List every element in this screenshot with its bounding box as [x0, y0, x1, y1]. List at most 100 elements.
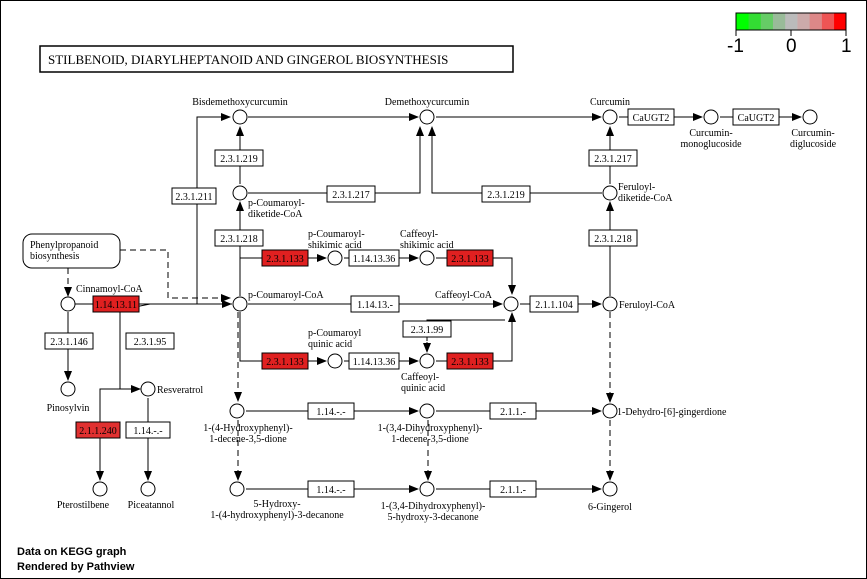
enzyme-box[interactable]: 1.14.13.11: [92, 295, 140, 313]
compound-circle: [602, 481, 618, 497]
page-title: STILBENOID, DIARYLHEPTANOID AND GINGEROL…: [48, 52, 448, 67]
compound-node[interactable]: 1-(4-Hydroxyphenyl)-1-decene-3,5-dione: [203, 403, 293, 445]
enzyme-box[interactable]: 2.3.1.133: [446, 352, 494, 370]
enzyme-box[interactable]: 2.3.1.211: [171, 187, 217, 205]
enzyme-box[interactable]: 2.3.1.217: [326, 185, 376, 203]
enzyme-label: CaUGT2: [738, 113, 775, 124]
enzyme-box[interactable]: 2.1.1.104: [529, 295, 579, 313]
compound-circle: [140, 481, 156, 497]
compound-node[interactable]: 1-(3,4-Dihydroxyphenyl)-5-hydroxy-3-deca…: [381, 481, 486, 523]
compound-circle: [232, 185, 248, 201]
enzyme-box[interactable]: 2.3.1.133: [261, 249, 309, 267]
compound-node[interactable]: 1-Dehydro-[6]-gingerdione: [602, 403, 727, 419]
enzyme-box[interactable]: 2.3.1.95: [125, 332, 175, 350]
compound-circle: [419, 481, 435, 497]
compound-node[interactable]: Pterostilbene: [57, 481, 110, 511]
compound-circle: [60, 296, 76, 312]
enzyme-box-frame: [588, 149, 638, 167]
compound-label: 1-(4-Hydroxyphenyl)-: [203, 423, 292, 434]
legend-color-cell: [772, 13, 786, 30]
enzyme-box[interactable]: 1.14.13.36: [348, 352, 400, 370]
enzyme-label: 2.3.1.133: [266, 357, 304, 368]
compound-node[interactable]: Caffeoyl-quinic acid: [401, 353, 445, 394]
compound-circle: [419, 403, 435, 419]
legend-color-cell: [833, 13, 847, 30]
compound-node[interactable]: p-Coumaroyl-diketide-CoA: [232, 185, 305, 220]
compound-label: 1-(4-hydroxyphenyl)-3-decanone: [210, 510, 344, 521]
compound-node[interactable]: Piceatannol: [128, 481, 175, 511]
legend-color-cell: [797, 13, 810, 30]
enzyme-box-frame: [214, 149, 264, 167]
enzyme-box[interactable]: 2.3.1.99: [402, 320, 452, 338]
enzyme-box[interactable]: 2.3.1.133: [446, 249, 494, 267]
enzyme-box-frame: [350, 295, 400, 313]
enzyme-box[interactable]: 2.1.1.-: [489, 480, 537, 498]
compound-node[interactable]: Pinosylvin: [47, 381, 90, 414]
compound-label: Curcumin-: [791, 128, 834, 139]
enzyme-box[interactable]: 2.3.1.219: [481, 185, 531, 203]
compound-label: quinic acid: [401, 383, 445, 394]
enzyme-label: 2.3.1.218: [594, 234, 632, 245]
compound-circle: [327, 353, 343, 369]
enzyme-label: 2.3.1.146: [50, 337, 88, 348]
enzyme-box[interactable]: 1.14.13.-: [350, 295, 400, 313]
compound-node[interactable]: 5-Hydroxy-1-(4-hydroxyphenyl)-3-decanone: [210, 481, 344, 521]
enzyme-box-frame: [326, 185, 376, 203]
compound-circle: [60, 381, 76, 397]
enzyme-box[interactable]: 2.1.1.-: [489, 402, 537, 420]
compound-label: Caffeoyl-: [400, 229, 438, 240]
enzyme-box[interactable]: 1.14.-.-: [307, 402, 355, 420]
enzyme-box-frame: [92, 295, 140, 313]
enzyme-box[interactable]: 1.14.-.-: [125, 421, 171, 439]
legend-tick-label-zero: 0: [786, 36, 797, 57]
enzyme-box[interactable]: CaUGT2: [627, 108, 675, 126]
enzyme-box[interactable]: 2.3.1.218: [588, 229, 638, 247]
compound-node[interactable]: Demethoxycurcumin: [385, 97, 469, 125]
compound-node[interactable]: p-Coumaroyl-CoA: [232, 290, 324, 312]
enzyme-label: 2.1.1.240: [79, 426, 117, 437]
footer-line-1: Data on KEGG graph: [17, 546, 127, 558]
compound-node[interactable]: Bisdemethoxycurcumin: [192, 97, 288, 125]
compound-label: 1-decene-3,5-dione: [391, 434, 469, 445]
enzyme-box[interactable]: 2.3.1.146: [44, 332, 94, 350]
compound-circle: [327, 250, 343, 266]
compound-node[interactable]: p-Coumaroyl-shikimic acid: [308, 229, 365, 266]
compound-label: Cinnamoyl-CoA: [76, 284, 143, 295]
compound-label: p-Coumaroyl-CoA: [248, 290, 324, 301]
enzyme-label: 2.1.1.104: [535, 300, 573, 311]
compound-node[interactable]: Feruloyl-CoA: [602, 296, 676, 312]
enzyme-box[interactable]: 2.1.1.240: [75, 421, 121, 439]
compound-node[interactable]: Caffeoyl-CoA: [435, 290, 519, 312]
enzyme-label: 2.3.1.99: [411, 325, 444, 336]
compound-node[interactable]: Feruloyl-diketide-CoA: [602, 182, 673, 204]
compound-label: p-Coumaroyl-: [248, 198, 305, 209]
enzyme-box[interactable]: 2.3.1.133: [261, 352, 309, 370]
enzyme-label: 2.3.1.211: [175, 192, 212, 203]
compound-circle: [802, 109, 818, 125]
compound-label: Caffeoyl-CoA: [435, 290, 493, 301]
enzyme-box[interactable]: 1.14.-.-: [307, 480, 355, 498]
enzyme-box-frame: [489, 480, 537, 498]
compound-node[interactable]: Curcumin-diglucoside: [790, 109, 837, 150]
compound-node[interactable]: Curcumin: [590, 97, 630, 125]
enzyme-box-frame: [307, 480, 355, 498]
enzyme-box[interactable]: 2.3.1.218: [214, 229, 264, 247]
enzyme-box[interactable]: CaUGT2: [732, 108, 780, 126]
compound-node[interactable]: Resveratrol: [140, 381, 203, 397]
enzyme-label: 2.1.1.-: [500, 407, 526, 418]
enzyme-label: 2.3.1.133: [266, 254, 304, 265]
compound-node[interactable]: Caffeoyl-shikimic acid: [400, 229, 454, 266]
compound-node[interactable]: Curcumin-monoglucoside: [680, 109, 742, 150]
enzyme-label: 1.14.-.-: [133, 426, 162, 437]
compound-node[interactable]: Cinnamoyl-CoA: [60, 284, 143, 312]
edge: [428, 126, 602, 194]
enzyme-box[interactable]: 1.14.13.36: [348, 249, 400, 267]
legend-color-cell: [821, 13, 835, 30]
enzyme-box[interactable]: 2.3.1.217: [588, 149, 638, 167]
compound-node[interactable]: 1-(3,4-Dihydroxyphenyl)-1-decene-3,5-dio…: [378, 403, 483, 445]
enzyme-box[interactable]: 2.3.1.219: [214, 149, 264, 167]
compound-node[interactable]: 6-Gingerol: [588, 481, 632, 513]
